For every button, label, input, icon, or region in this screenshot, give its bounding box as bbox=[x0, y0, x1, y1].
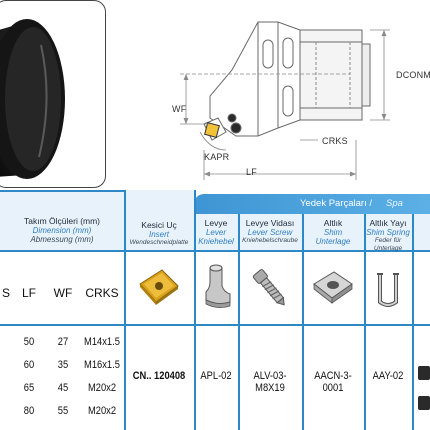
lever-screw-header-tr: Levye Vidası bbox=[245, 218, 295, 228]
row2-lf: 60 bbox=[23, 359, 35, 371]
spare-parts-banner bbox=[194, 194, 430, 214]
lever-screw-code: ALV-03-M8X19 bbox=[253, 370, 287, 394]
lever-icon bbox=[205, 264, 231, 308]
shim-spring-header-tr: Altlık Yayı bbox=[369, 218, 407, 228]
insert-header-en: Insert bbox=[148, 230, 169, 240]
lever-screw-header: Levye Vidası Lever Screw Kniehebelschrau… bbox=[238, 218, 302, 245]
shim-header-en: Shim bbox=[323, 228, 343, 238]
lever-code: APL-02 bbox=[200, 370, 232, 382]
vsep-6 bbox=[412, 214, 414, 430]
insert-icon bbox=[139, 269, 179, 305]
row4-lf: 80 bbox=[23, 405, 35, 417]
shim-header-tr: Altlık bbox=[323, 218, 343, 228]
col-header-wf: WF bbox=[53, 286, 73, 300]
dim-label-lf: LF bbox=[246, 167, 257, 177]
dim-label-dconms: DCONMS bbox=[396, 70, 430, 80]
vsep-5 bbox=[364, 214, 366, 430]
spare-parts-title-sub: Spa bbox=[386, 198, 403, 209]
shim-header: Altlık Shim Unterlage bbox=[302, 218, 364, 247]
insert-header-tr: Kesici Uç bbox=[141, 220, 177, 230]
shim-spring-header-de: Feder für Unterlage bbox=[373, 237, 403, 253]
insert-header-de: Wendeschneidplatte bbox=[129, 239, 189, 247]
shim-spring-header: Altlık Yayı Shim Spring Feder für Unterl… bbox=[364, 218, 412, 253]
dimension-header-tr: Takım Ölçüleri (mm) bbox=[23, 216, 101, 226]
hsep-1 bbox=[0, 250, 430, 252]
lever-screw-header-de: Kniehebelschraube bbox=[242, 237, 298, 245]
shim-header-de: Unterlage bbox=[315, 237, 351, 247]
lever-header-tr: Levye bbox=[204, 218, 228, 228]
shim-spring-icon bbox=[377, 273, 399, 307]
row3-wf: 45 bbox=[57, 382, 69, 394]
vsep-3 bbox=[238, 214, 240, 430]
vsep-4 bbox=[302, 214, 304, 430]
shim-icon bbox=[313, 271, 353, 304]
hsep-2 bbox=[0, 324, 430, 326]
row3-crks: M20x2 bbox=[87, 382, 117, 394]
shim-spring-header-en: Shim Spring bbox=[366, 228, 410, 238]
row1-lf: 50 bbox=[23, 336, 35, 348]
col-header-crks: CRKS bbox=[85, 286, 119, 300]
shim-spring-code: AAY-02 bbox=[372, 370, 404, 382]
vsep-2 bbox=[194, 190, 196, 430]
insert-header: Kesici Uç Insert Wendeschneidplatte bbox=[124, 220, 194, 247]
row1-wf: 27 bbox=[57, 336, 69, 348]
row2-crks: M16x1.5 bbox=[84, 359, 120, 371]
vsep-1 bbox=[124, 190, 126, 430]
row3-lf: 65 bbox=[23, 382, 35, 394]
dimension-header-de: Abmessung (mm) bbox=[30, 235, 94, 245]
lever-header-en: Lever bbox=[205, 228, 226, 238]
extra-column-edge bbox=[416, 330, 430, 420]
insert-header-bg bbox=[124, 190, 194, 250]
row4-wf: 55 bbox=[57, 405, 69, 417]
spare-parts-table: Yedek Parçaları / Spa Takım Ölçüleri (mm… bbox=[0, 190, 430, 430]
row1-crks: M14x1.5 bbox=[84, 336, 120, 348]
dimension-header: Takım Ölçüleri (mm) Dimension (mm) Abmes… bbox=[0, 216, 124, 245]
tool-drawing: DCONMS WF CRKS KAPR LF bbox=[140, 0, 430, 190]
col-header-lf: LF bbox=[21, 286, 36, 300]
lever-header-de: Kniehebel bbox=[198, 237, 234, 247]
lever-screw-icon bbox=[252, 269, 285, 306]
row4-crks: M20x2 bbox=[87, 405, 117, 417]
hsep-top bbox=[0, 190, 124, 192]
dimension-header-bg bbox=[0, 190, 124, 250]
spare-parts-title: Yedek Parçaları / bbox=[300, 198, 372, 209]
dimension-header-en: Dimension (mm) bbox=[32, 226, 92, 236]
lever-screw-header-en: Lever Screw bbox=[247, 228, 293, 238]
shim-code: AACN-3-0001 bbox=[314, 370, 352, 394]
dim-label-crks: CRKS bbox=[322, 136, 348, 146]
col-header-s: S bbox=[1, 286, 10, 300]
row2-wf: 35 bbox=[57, 359, 69, 371]
tool-photo bbox=[0, 19, 65, 179]
dim-label-wf: WF bbox=[172, 104, 187, 114]
insert-code: CN.. 120408 bbox=[132, 370, 186, 382]
lever-header: Levye Lever Kniehebel bbox=[194, 218, 238, 247]
dim-label-kapr: KAPR bbox=[204, 152, 230, 162]
parts-header-bg bbox=[194, 214, 430, 250]
product-photo-frame bbox=[0, 0, 106, 188]
